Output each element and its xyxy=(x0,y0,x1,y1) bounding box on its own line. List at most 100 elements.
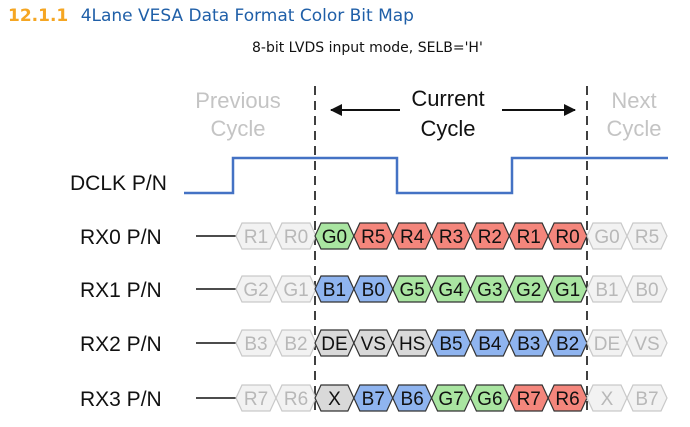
current-bit-cell: B6 xyxy=(392,384,433,412)
previous-bit-cell: R0 xyxy=(275,222,317,250)
previous-bit-cell-text: G1 xyxy=(283,280,308,301)
current-bit-cell-text: G1 xyxy=(555,280,580,301)
dclk-waveform xyxy=(184,156,668,195)
current-bit-cell: R0 xyxy=(547,222,588,250)
current-bit-cell-text: G0 xyxy=(322,227,347,248)
current-cycle-label: Current xyxy=(411,86,484,111)
previous-bit-cell-text: B2 xyxy=(284,334,307,355)
current-bit-cell: DE xyxy=(314,329,355,357)
next-bit-cell-shape xyxy=(626,275,668,303)
next-bit-cell: G0 xyxy=(586,222,628,250)
next-bit-cell-text: VS xyxy=(634,334,659,355)
next-bit-cell: R5 xyxy=(626,222,668,250)
next-bit-cell-shape xyxy=(626,384,668,412)
current-bit-cell: R2 xyxy=(469,222,510,250)
previous-bit-cell: B2 xyxy=(275,329,317,357)
section-title: 4Lane VESA Data Format Color Bit Map xyxy=(80,6,414,26)
current-bit-cell: G5 xyxy=(392,275,433,303)
current-cycle-label-line2: Cycle xyxy=(420,116,475,141)
next-bit-cell-text: B7 xyxy=(635,389,658,410)
current-bit-cell-text: G3 xyxy=(477,280,502,301)
lane-label: RX2 P/N xyxy=(80,333,162,356)
lane-label: RX1 P/N xyxy=(80,279,162,302)
current-bit-cell: R7 xyxy=(508,384,549,412)
previous-cycle-label-line2: Cycle xyxy=(210,116,265,141)
current-bit-cell-text: R1 xyxy=(517,227,541,248)
previous-bit-cell-text: R7 xyxy=(244,389,268,410)
current-bit-cell-text: G6 xyxy=(477,389,502,410)
current-bit-cell-text: R4 xyxy=(400,227,425,248)
current-bit-cell: G7 xyxy=(430,384,472,412)
current-bit-cell-text: G2 xyxy=(516,280,541,301)
previous-bit-cell: R6 xyxy=(275,384,317,412)
dclk-label: DCLK P/N xyxy=(70,172,167,195)
current-bit-cell-text: R2 xyxy=(478,227,502,248)
current-bit-cell-text: B2 xyxy=(556,334,579,355)
previous-bit-cell: G1 xyxy=(275,275,317,303)
current-bit-cell: G6 xyxy=(469,384,510,412)
current-bit-cell-text: X xyxy=(328,389,341,410)
current-bit-cell-text: B5 xyxy=(439,334,462,355)
current-bit-cell: R3 xyxy=(430,222,472,250)
current-bit-cell: B4 xyxy=(469,329,510,357)
next-bit-cell-text: B0 xyxy=(635,280,658,301)
current-bit-cell-text: HS xyxy=(399,334,425,355)
next-cycle-label: Next xyxy=(611,88,656,113)
current-bit-cell-text: G4 xyxy=(438,280,464,301)
current-bit-cell: B2 xyxy=(547,329,588,357)
next-bit-cell: B7 xyxy=(626,384,668,412)
current-bit-cell: G3 xyxy=(469,275,510,303)
next-bit-cell-shape xyxy=(626,222,668,250)
next-bit-cell: B1 xyxy=(586,275,628,303)
previous-bit-cell: R7 xyxy=(235,384,277,412)
previous-bit-cell-text: R0 xyxy=(284,227,308,248)
previous-bit-cell-text: G2 xyxy=(243,280,268,301)
current-bit-cell: VS xyxy=(353,329,394,357)
current-bit-cell-text: B3 xyxy=(517,334,540,355)
current-bit-cell: HS xyxy=(392,329,433,357)
previous-bit-cell: B3 xyxy=(235,329,277,357)
previous-bit-cell-text: B3 xyxy=(244,334,267,355)
current-bit-cell: B1 xyxy=(314,275,355,303)
lane-label: RX3 P/N xyxy=(80,388,162,411)
next-bit-cell-shape xyxy=(626,329,668,357)
previous-cycle-label: Previous xyxy=(195,88,281,113)
current-bit-cell-text: R3 xyxy=(439,227,463,248)
next-bit-cell: DE xyxy=(586,329,628,357)
next-bit-cell-text: B1 xyxy=(595,280,618,301)
current-bit-cell-text: G5 xyxy=(399,280,424,301)
current-bit-cell-text: B1 xyxy=(323,280,346,301)
current-bit-cell: B0 xyxy=(353,275,394,303)
previous-bit-cell: R1 xyxy=(235,222,277,250)
next-bit-cell-text: R5 xyxy=(635,227,659,248)
current-bit-cell-text: B4 xyxy=(478,334,502,355)
previous-bit-cell-text: R1 xyxy=(244,227,268,248)
section-number: 12.1.1 xyxy=(8,6,69,26)
next-bit-cell: B0 xyxy=(626,275,668,303)
current-bit-cell: B5 xyxy=(430,329,472,357)
current-bit-cell: B3 xyxy=(508,329,549,357)
current-bit-cell-text: R5 xyxy=(361,227,385,248)
section-heading: 12.1.1 4Lane VESA Data Format Color Bit … xyxy=(8,6,414,30)
current-bit-cell: G2 xyxy=(508,275,549,303)
current-bit-cell-text: VS xyxy=(361,334,386,355)
current-bit-cell-text: R6 xyxy=(555,389,579,410)
current-bit-cell-text: R0 xyxy=(555,227,579,248)
next-bit-cell-text: G0 xyxy=(594,227,619,248)
current-bit-cell-text: B0 xyxy=(362,280,385,301)
current-bit-cell: R1 xyxy=(508,222,549,250)
current-bit-cell-text: R7 xyxy=(517,389,541,410)
current-bit-cell: R5 xyxy=(353,222,394,250)
current-bit-cell-text: G7 xyxy=(438,389,463,410)
next-bit-cell: X xyxy=(586,384,628,412)
current-bit-cell-text: B6 xyxy=(401,389,424,410)
next-bit-cell-text: DE xyxy=(594,334,620,355)
previous-bit-cell: G2 xyxy=(235,275,277,303)
current-bit-cell-text: B7 xyxy=(362,389,385,410)
current-bit-cell: R6 xyxy=(547,384,588,412)
next-bit-cell: VS xyxy=(626,329,668,357)
diagram-subtitle: 8-bit LVDS input mode, SELB='H' xyxy=(252,40,483,56)
next-bit-cell-text: X xyxy=(601,389,614,410)
